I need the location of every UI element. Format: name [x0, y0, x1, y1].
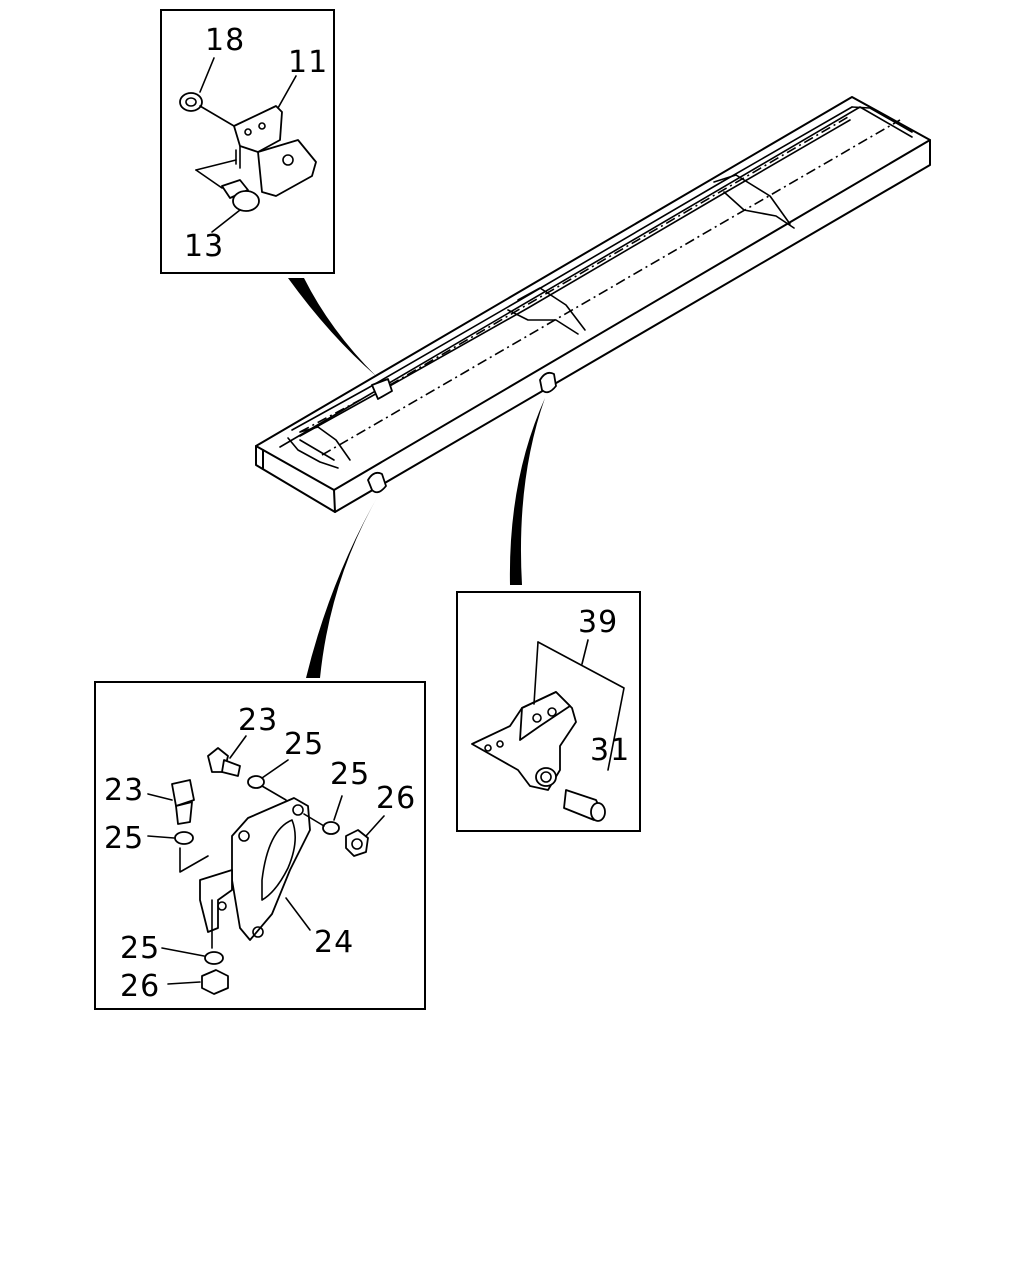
callout-11: 11 — [288, 45, 328, 80]
pin-31 — [563, 789, 606, 822]
bracket-11 — [233, 105, 317, 197]
callout-26-right: 26 — [376, 781, 416, 816]
leader-wedges — [288, 278, 545, 678]
callout-24: 24 — [314, 925, 354, 960]
callout-25-lower: 25 — [120, 931, 160, 966]
nut-18 — [179, 92, 235, 127]
callout-18: 18 — [205, 23, 245, 58]
callout-25-upper: 25 — [284, 727, 324, 762]
bolt-23-left — [171, 779, 195, 825]
callout-23-left: 23 — [104, 773, 144, 808]
right-detail-box: 39 31 — [456, 591, 641, 832]
callout-25-left: 25 — [104, 821, 144, 856]
callout-23-upper: 23 — [238, 703, 278, 738]
chassis-frame — [255, 96, 931, 513]
bolt-13 — [195, 159, 260, 212]
washers-25 — [174, 775, 340, 965]
top-detail-box: 18 11 13 — [160, 9, 335, 274]
bracket-24 — [199, 797, 311, 941]
callout-26-lower: 26 — [120, 969, 160, 1004]
callout-13: 13 — [184, 229, 224, 264]
nuts-26 — [201, 829, 369, 995]
hanger-39 — [471, 691, 577, 791]
callout-39: 39 — [578, 605, 618, 640]
bottom-detail-box: 23 25 23 25 26 25 24 25 26 — [94, 681, 426, 1010]
callout-25-right: 25 — [330, 757, 370, 792]
bolt-23-upper — [207, 747, 241, 777]
callout-31: 31 — [590, 733, 630, 768]
